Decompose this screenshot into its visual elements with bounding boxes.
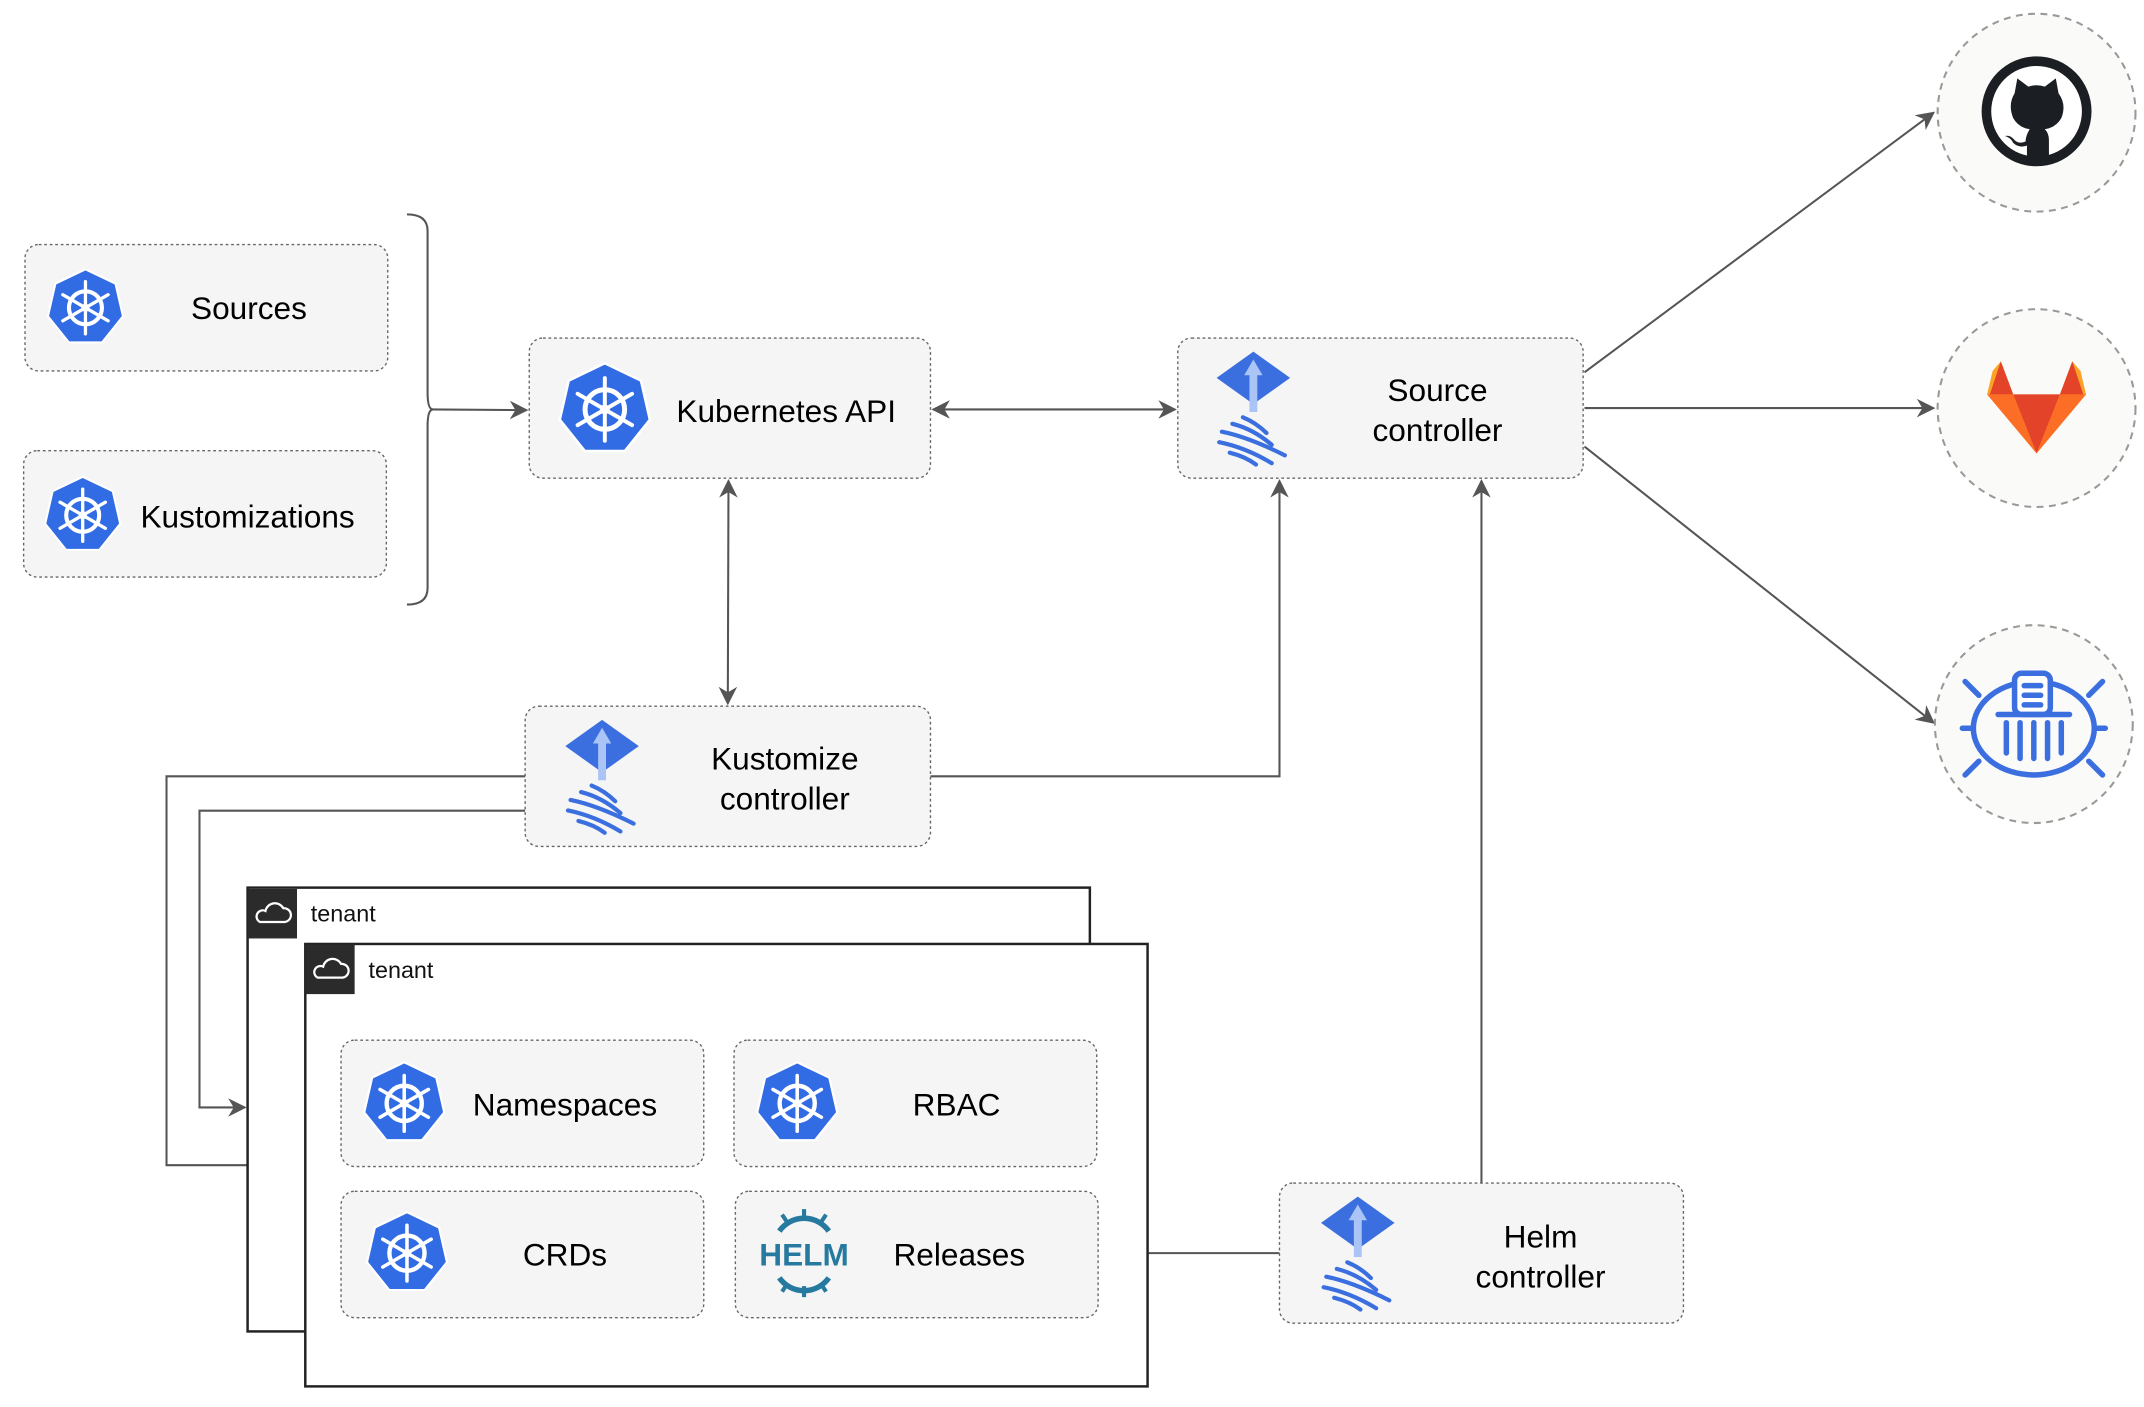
helm-icon-text: HELM bbox=[759, 1236, 849, 1272]
edge-kustomize-to-tenant-2 bbox=[165, 775, 526, 1175]
resource-label: RBAC bbox=[913, 1087, 1001, 1123]
helm-controller-label-line1: Helm bbox=[1504, 1219, 1578, 1255]
input-kustomizations: Kustomizations bbox=[22, 449, 388, 578]
edge-source-to-github bbox=[1583, 111, 1936, 374]
input-sources: Sources bbox=[24, 243, 389, 372]
cloud-icon bbox=[305, 943, 355, 995]
edge-kubernetes-api-kustomize-controller bbox=[718, 479, 738, 706]
cloud-icon bbox=[247, 887, 298, 940]
resource-crds: CRDs bbox=[340, 1190, 705, 1319]
resource-releases: HELM Releases bbox=[734, 1190, 1099, 1319]
helm-icon: HELM bbox=[759, 1209, 849, 1298]
tenant-label: tenant bbox=[369, 957, 434, 983]
edges bbox=[165, 111, 1936, 1263]
source-controller-label-line2: controller bbox=[1373, 412, 1503, 448]
gitlab-source bbox=[1936, 308, 2137, 509]
edge-kustomize-to-tenant-1 bbox=[198, 809, 526, 1117]
brace bbox=[406, 213, 434, 606]
github-icon bbox=[1981, 56, 2092, 167]
github-source bbox=[1936, 12, 2137, 213]
resource-label: CRDs bbox=[523, 1236, 607, 1272]
edge-kustomize-to-source-controller bbox=[930, 479, 1289, 778]
kubernetes-api-node: Kubernetes API bbox=[528, 337, 932, 479]
helm-controller-node: Helm controller bbox=[1278, 1182, 1685, 1324]
kustomize-controller-node: Kustomize controller bbox=[524, 705, 932, 848]
edge-source-to-bucket bbox=[1583, 445, 1935, 724]
resource-label: Namespaces bbox=[473, 1087, 657, 1123]
tenant-label: tenant bbox=[311, 901, 376, 927]
kustomize-controller-label-line1: Kustomize bbox=[711, 740, 858, 776]
kustomize-controller-label-line2: controller bbox=[720, 780, 850, 816]
kubernetes-api-label: Kubernetes API bbox=[676, 393, 896, 429]
edge-inputs-to-kubernetes-api bbox=[430, 400, 529, 420]
gitlab-icon bbox=[1987, 361, 2087, 454]
bucket-icon bbox=[1959, 670, 2109, 778]
source-controller-node: Source controller bbox=[1177, 337, 1584, 479]
tenant-2: tenant Namespaces RBAC CRDs HELM Release… bbox=[304, 942, 1149, 1388]
resource-label: Releases bbox=[893, 1236, 1025, 1272]
source-controller-label-line1: Source bbox=[1387, 372, 1487, 408]
resource-namespaces: Namespaces bbox=[340, 1039, 705, 1168]
input-label: Kustomizations bbox=[140, 499, 354, 535]
input-label: Sources bbox=[191, 290, 307, 326]
resource-rbac: RBAC bbox=[733, 1039, 1098, 1168]
bucket-source bbox=[1933, 624, 2134, 825]
helm-controller-label-line2: controller bbox=[1476, 1258, 1606, 1294]
